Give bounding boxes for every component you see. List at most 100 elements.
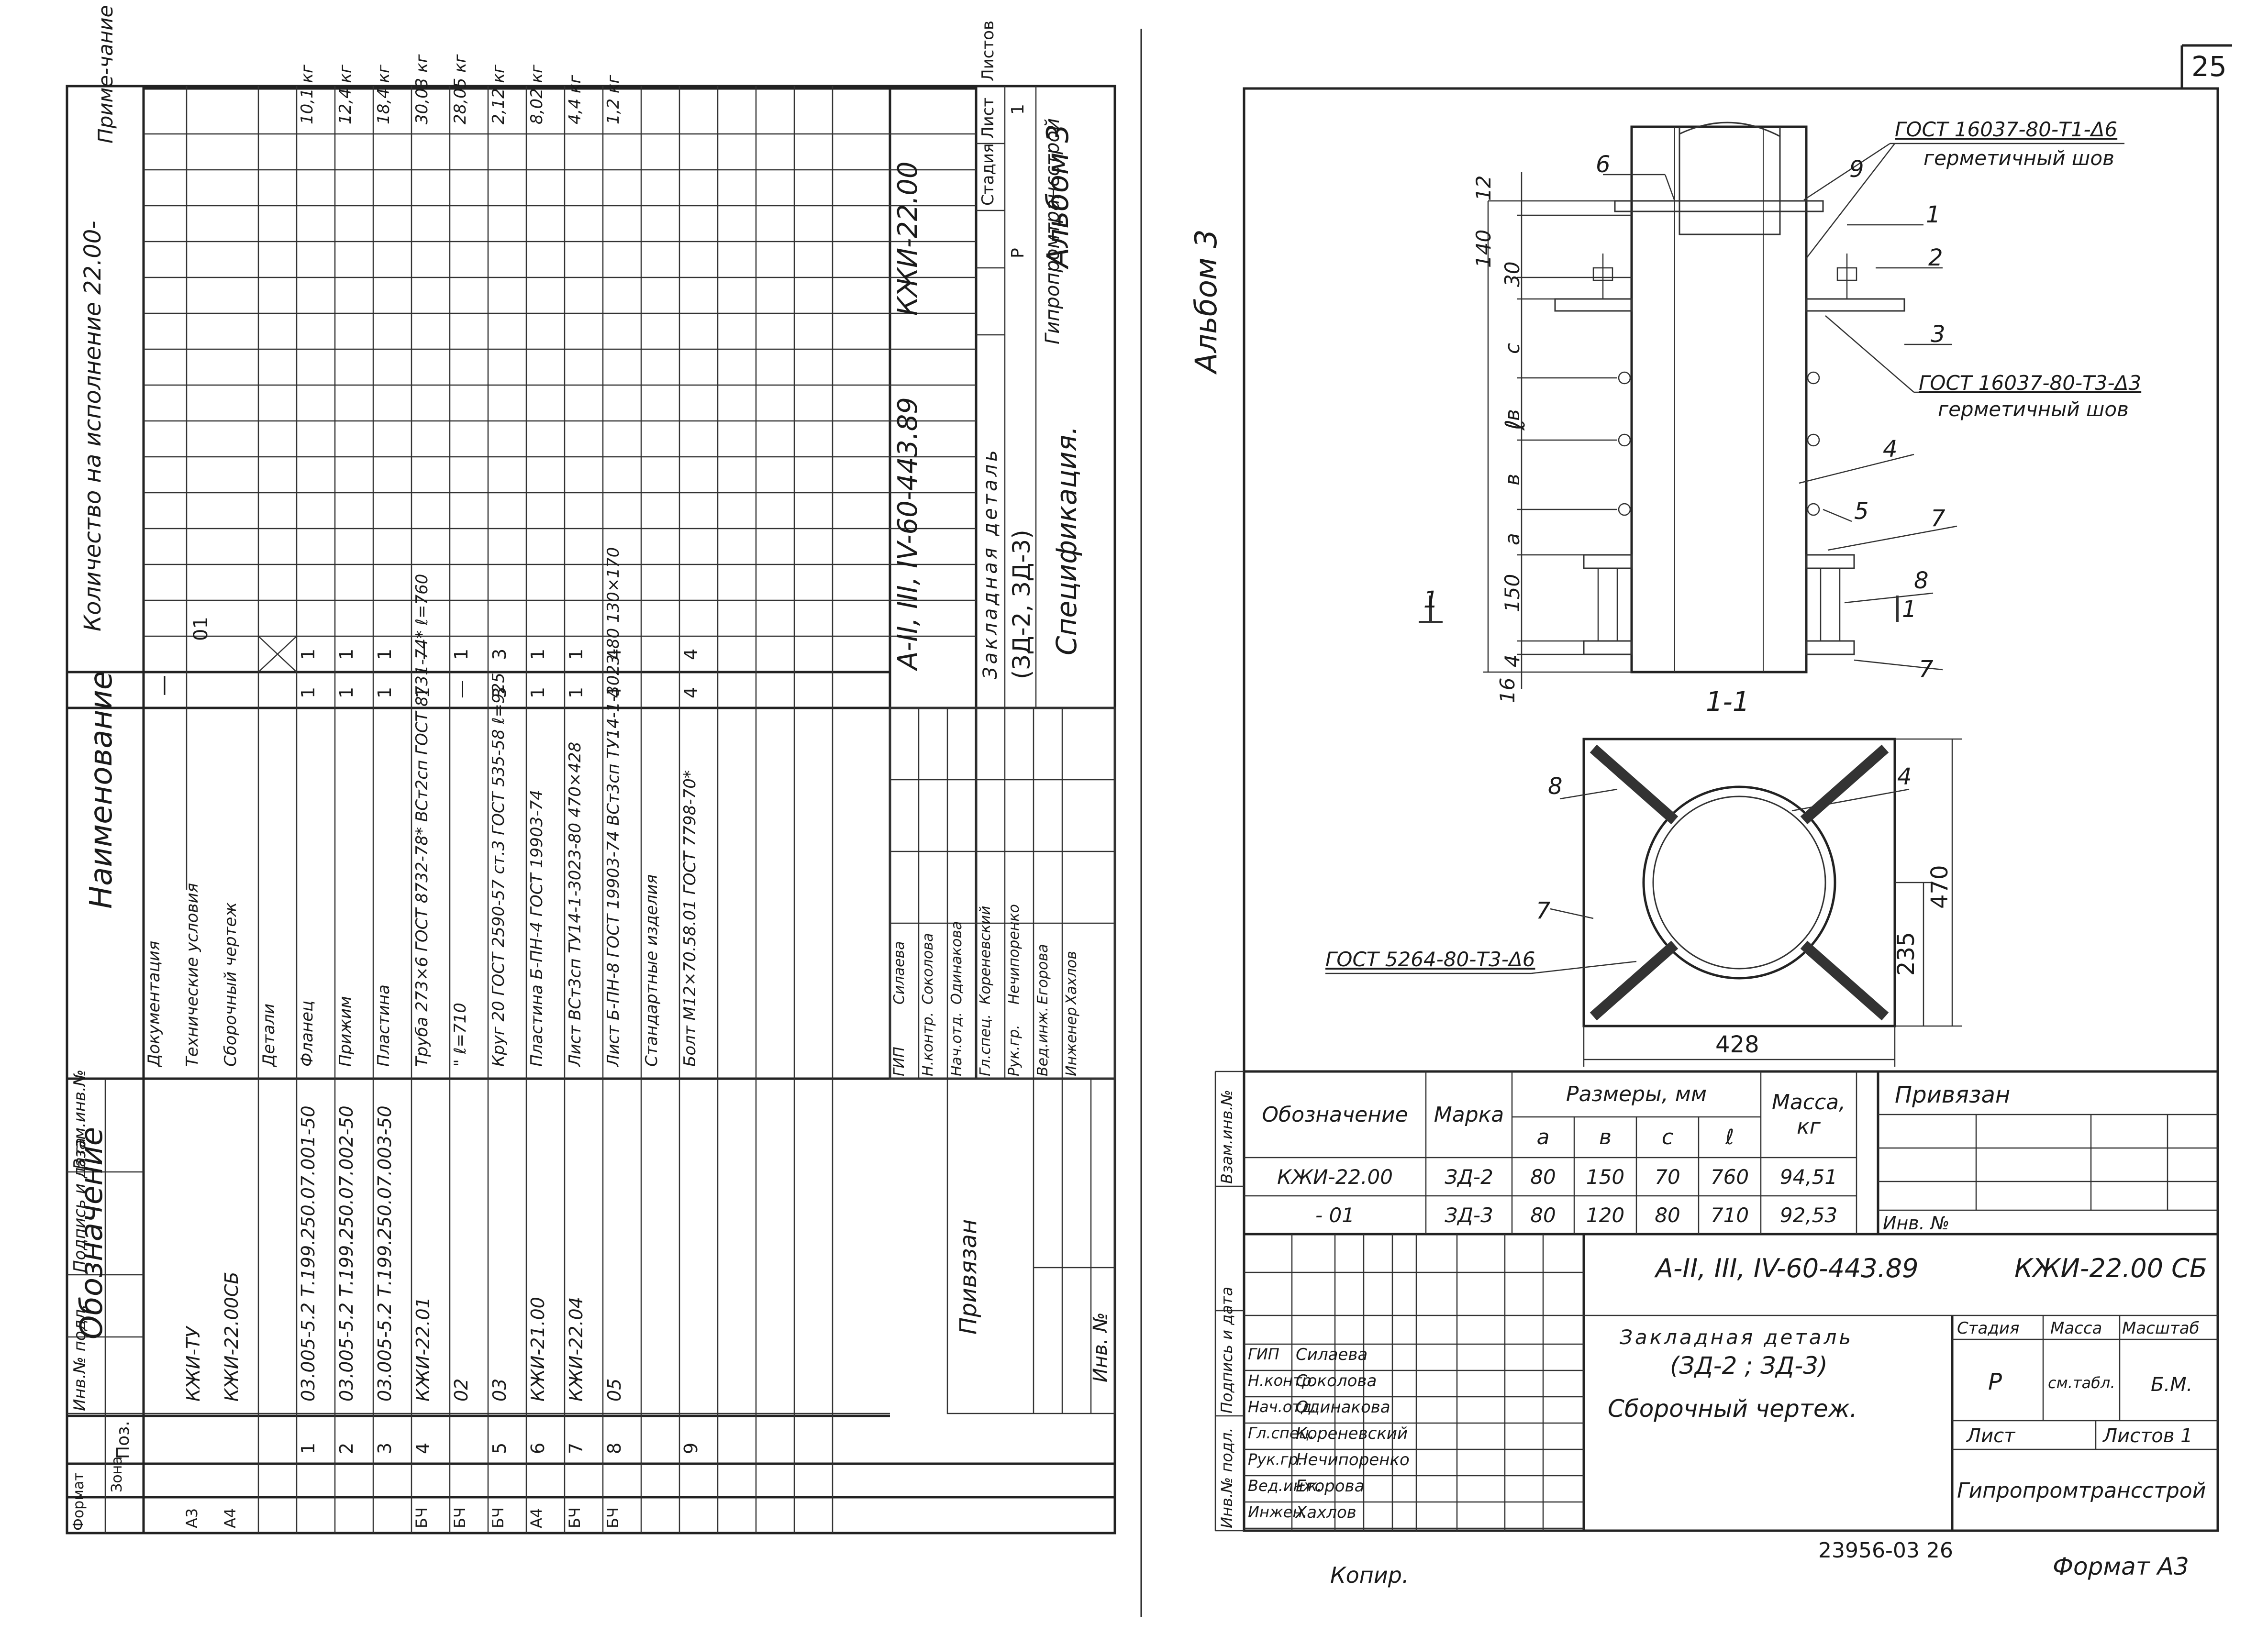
mark-table-cell: КЖИ-22.00 [1277, 1165, 1393, 1189]
spec-row-qty-01: 1 [336, 648, 357, 660]
spec-row-name: Круг 20 ГОСТ 2590-57 ст.3 ГОСТ 535-58 ℓ=… [489, 673, 508, 1067]
right-privyazan: Привязан [1895, 1082, 2011, 1108]
spec-row-format: БЧ [604, 1507, 622, 1528]
right-stamp-mass: см.табл. [2048, 1374, 2115, 1392]
left-stamp-role: Нач.отд. [948, 1012, 965, 1076]
spec-row-name: Лист ВСт3сп ТУ14-1-3023-80 470×428 [566, 741, 585, 1067]
spec-header-zone: Зона [109, 1456, 125, 1492]
spec-header-name: Наименование [84, 671, 119, 909]
right-stamp-person: Нечипоренко [1296, 1450, 1410, 1469]
spec-row-qty-base: 4 [604, 686, 625, 698]
spec-header-qty: Количество на исполнение 22.00- [79, 221, 106, 631]
spec-header-01: 01 [190, 617, 212, 641]
dimension-label: 16 [1496, 677, 1519, 703]
left-stamp-person: Силаева [891, 941, 908, 1005]
spec-row-designation: 03.005-5.2 Т.199.250.07.001-50 [298, 1105, 319, 1402]
left-stamp-role: Рук.гр. [1006, 1025, 1023, 1076]
mark-table-cell: 94,51 [1779, 1165, 1838, 1189]
mark-table-cell: 92,53 [1779, 1203, 1838, 1227]
spec-row-qty-01: 1 [566, 648, 587, 660]
left-stamp-person: Соколова [920, 933, 936, 1005]
spec-row-note: 8,02 кг [527, 65, 546, 124]
spec-row-format: БЧ [412, 1507, 431, 1528]
spec-row-pos: 7 [566, 1442, 587, 1454]
right-stamp-code: КЖИ-22.00 СБ [2014, 1253, 2207, 1283]
spec-row-qty-base: — [451, 680, 472, 698]
left-stamp-person: Хахлов [1063, 951, 1080, 1005]
spec-row-qty-01: 4 [604, 648, 625, 660]
right-stamp-person: Соколова [1296, 1371, 1377, 1391]
right-stamp-project: А-II, III, IV-60-443.89 [1656, 1253, 1919, 1283]
left-inv: Инв. № [1090, 1312, 1112, 1382]
spec-row-name: Болт М12×70.58.01 ГОСТ 7798-70* [680, 770, 700, 1067]
left-stamp-title2: (ЗД-2, ЗД-3) [1008, 530, 1035, 679]
mark-table-h-mark: Марка [1434, 1102, 1504, 1127]
spec-row-name: Пластина Б-ПН-4 ГОСТ 19903-74 [527, 790, 546, 1067]
spec-row-name: Стандартные изделия [642, 874, 661, 1067]
right-stamp-person: Егорова [1296, 1477, 1365, 1496]
right-stamp-title2: (ЗД-2 ; ЗД-3) [1670, 1352, 1828, 1380]
dimension-label: 150 [1501, 574, 1524, 612]
mark-table-h-designation: Обозначение [1262, 1102, 1408, 1127]
right-stamp-mass-h: Масса [2050, 1319, 2102, 1338]
spec-header-note: Приме-чание [94, 5, 117, 144]
spec-row-name: Фланец [298, 1000, 317, 1067]
dimension-label: в [1501, 474, 1524, 486]
spec-row-pos: 3 [374, 1442, 395, 1454]
spec-row-pos: 5 [489, 1442, 510, 1454]
spec-row-format: А4 [221, 1508, 239, 1528]
left-stamp-project: А-II, III, IV-60-443.89 [892, 397, 923, 670]
dimension-label: c [1501, 342, 1524, 354]
spec-row-qty-base: 4 [680, 686, 701, 698]
right-stamp-person: Кореневский [1296, 1424, 1408, 1443]
mark-table-cell: 710 [1710, 1203, 1749, 1227]
callout-seam-mid: герметичный шов [1938, 397, 2129, 421]
left-stamp-role: Инженер [1063, 1007, 1080, 1076]
mark-table-cell: - 01 [1315, 1203, 1355, 1227]
spec-row-qty-01: 4 [680, 648, 701, 660]
right-stamp-person: Одинакова [1296, 1398, 1390, 1417]
left-stamp-code: КЖИ-22.00 [892, 161, 923, 316]
position-label: 1 [1926, 201, 1941, 228]
right-stamp-role: Рук.гр. [1248, 1450, 1303, 1468]
spec-row-format: БЧ [489, 1507, 507, 1528]
right-stamp-role: Гл.спец. [1248, 1424, 1314, 1442]
left-stamp-title1: Закладная деталь [979, 447, 1001, 679]
spec-row-qty-base: 1 [298, 686, 319, 698]
left-stamp-person: Нечипоренко [1006, 904, 1023, 1005]
spec-row-designation: КЖИ-21.00 [527, 1297, 548, 1402]
spec-row-qty-base: 1 [527, 686, 548, 698]
spec-row-pos: 2 [336, 1442, 357, 1454]
position-label: 7 [1536, 897, 1551, 924]
spec-row-designation: КЖИ-22.01 [412, 1297, 434, 1402]
left-stamp-person: Егорова [1034, 944, 1051, 1005]
callout-seam-top: герметичный шов [1923, 146, 2114, 170]
spec-row-designation: КЖИ-22.04 [566, 1297, 587, 1402]
mark-table-cell: 80 [1655, 1203, 1680, 1227]
mark-table-cell: 80 [1530, 1203, 1556, 1227]
mark-table-cell: 150 [1586, 1165, 1625, 1189]
spec-row-name: Пластина [374, 984, 393, 1067]
spec-row-qty-01: 1 [527, 648, 548, 660]
spec-row-designation: 03.005-5.2 Т.199.250.07.003-50 [374, 1105, 395, 1402]
cut-label-right: 1 [1902, 596, 1917, 623]
right-stamp-title3: Сборочный чертеж. [1608, 1395, 1857, 1423]
spec-row-note: 18,4 кг [374, 65, 393, 124]
position-label: 3 [1931, 321, 1946, 348]
spec-row-note: 2,12 кг [489, 65, 508, 124]
spec-row-designation: 05 [604, 1378, 625, 1402]
position-label: 7 [1931, 505, 1946, 532]
left-stamp-person: Кореневский [977, 905, 994, 1005]
left-stamp-role: Вед.инж. [1034, 1007, 1051, 1076]
left-stamp-role: ГИП [891, 1047, 908, 1076]
right-stamp-role: Вед.инж. [1248, 1477, 1322, 1495]
plan-dim-width: 428 [1715, 1031, 1759, 1058]
section-label: 1-1 [1706, 686, 1750, 718]
right-stamp-role: Нач.отд. [1248, 1398, 1317, 1416]
spec-row-name: Прижим [336, 996, 355, 1067]
dim-l-label: ℓ [1500, 419, 1531, 431]
spec-row-designation: КЖИ-22.00СБ [221, 1271, 242, 1402]
left-stamp-sheet-header: Лист [978, 97, 998, 139]
right-stamp-role: Н.контр. [1248, 1371, 1317, 1390]
right-stamp-role: Инжен. [1248, 1503, 1308, 1521]
